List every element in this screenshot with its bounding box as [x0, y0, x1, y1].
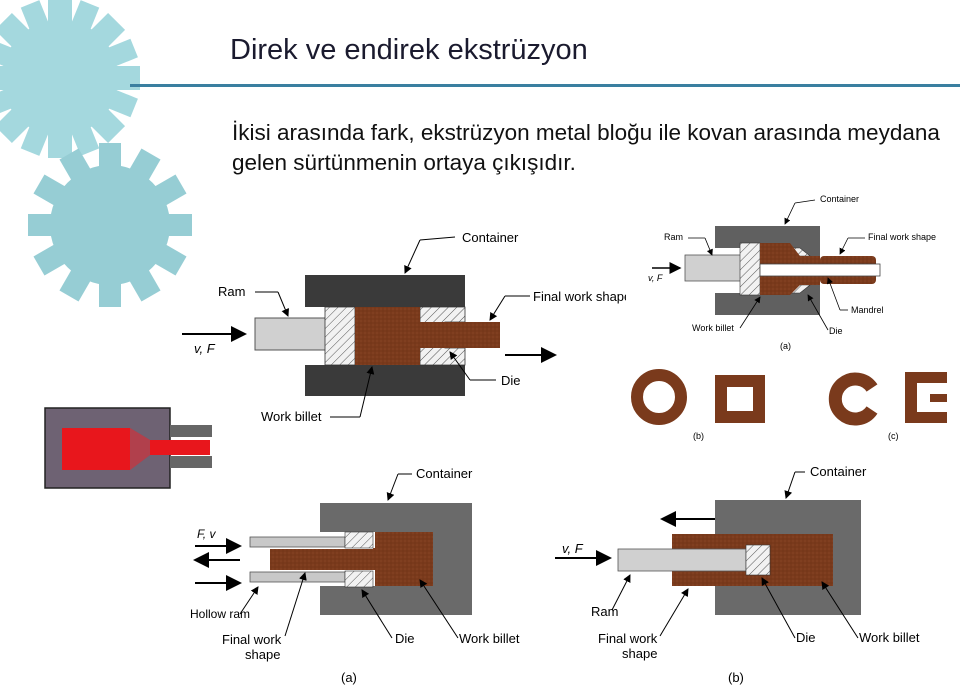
hollow-extrusion-diagram: Container Ram Final work shape v, F Work… [631, 194, 947, 441]
profile-square-tube [715, 375, 765, 423]
final-work-shape-label: Final work shape [533, 289, 631, 304]
indirect-extrusion-b: Container v, F Ram Final work shape Die … [555, 464, 920, 685]
slide-paragraph: İkisi arasında fark, ekstrüzyon metal bl… [232, 118, 952, 178]
mandrel-label: Mandrel [851, 305, 884, 315]
work-billet-label: Work billet [692, 323, 734, 333]
force-label: v, F [562, 541, 584, 556]
caption-c: (c) [888, 431, 899, 441]
caption-b: (b) [728, 670, 744, 685]
final-work-shape-label: Final work shape [868, 232, 936, 242]
die-label: Die [395, 631, 415, 646]
slide-title: Direk ve endirek ekstrüzyon [230, 34, 588, 66]
indirect-extrusion-a: Container F, v Hollow ram Final work sha… [190, 466, 520, 685]
title-divider [130, 84, 960, 87]
container-label: Container [810, 464, 867, 479]
final-work-label-line2: shape [245, 647, 280, 662]
hot-billet-thumbnail [44, 407, 212, 489]
ram-label: Ram [664, 232, 683, 242]
caption-b: (b) [693, 431, 704, 441]
work-billet-label: Work billet [859, 630, 920, 645]
die-label: Die [501, 373, 521, 388]
die-label: Die [829, 326, 843, 336]
work-billet-label: Work billet [261, 409, 322, 424]
force-label: v, F [194, 341, 216, 356]
force-label: v, F [648, 273, 663, 283]
final-work-label-line1: Final work [598, 631, 658, 646]
final-work-label-line2: shape [622, 646, 657, 661]
profile-c-shape [828, 372, 878, 426]
gear-decoration-top [0, 0, 140, 158]
container-label: Container [416, 466, 473, 481]
ram-label: Ram [591, 604, 618, 619]
die-label: Die [796, 630, 816, 645]
gear-decoration-bottom [28, 143, 192, 307]
paragraph-line-2: gelen sürtünmenin ortaya çıkışıdır. [232, 150, 576, 175]
paragraph-line-1: İkisi arasında fark, ekstrüzyon metal bl… [232, 120, 940, 145]
caption-a: (a) [780, 341, 791, 351]
ram-label: Ram [218, 284, 245, 299]
final-work-label-line1: Final work [222, 632, 282, 647]
direct-extrusion-diagram: Container Ram v, F Final work shape Die … [182, 230, 631, 424]
caption-a: (a) [341, 670, 357, 685]
hollow-ram-label: Hollow ram [190, 607, 250, 621]
container-label: Container [820, 194, 859, 204]
work-billet-label: Work billet [459, 631, 520, 646]
profile-channel [905, 372, 947, 423]
force-label: F, v [197, 527, 216, 541]
container-label: Container [462, 230, 519, 245]
profile-ring [631, 369, 687, 425]
